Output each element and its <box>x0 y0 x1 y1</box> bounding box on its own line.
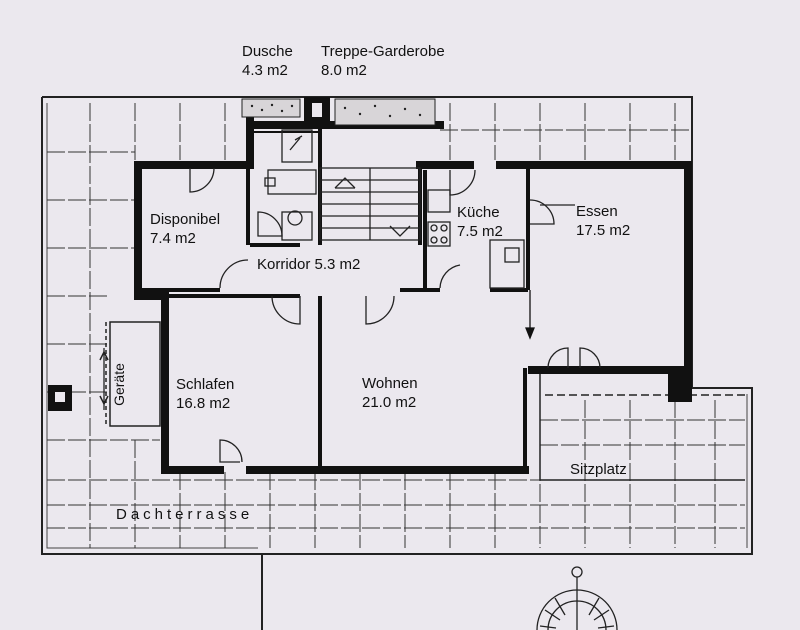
kitchen-fixtures <box>427 189 525 289</box>
sitzplatz-border <box>539 370 745 481</box>
room-label-disponibel: Disponibel 7.4 m2 <box>150 210 220 248</box>
room-area: 7.4 m2 <box>150 230 196 247</box>
room-area: 7.5 m2 <box>457 223 503 240</box>
room-label-kueche: Küche 7.5 m2 <box>457 203 503 241</box>
area-label-dachterrasse: Dachterrasse <box>116 506 254 523</box>
room-area: 4.3 m2 <box>242 62 288 79</box>
terrace-inner-outline <box>46 103 748 549</box>
room-name: Dusche <box>242 43 293 60</box>
room-label-essen: Essen 17.5 m2 <box>576 202 630 240</box>
room-label-wohnen: Wohnen 21.0 m2 <box>362 374 418 412</box>
left-chimney <box>48 385 72 411</box>
room-area: 16.8 m2 <box>176 395 231 412</box>
room-label-treppe-garderobe: Treppe-Garderobe 8.0 m2 <box>321 42 445 80</box>
chimney-flue <box>312 103 322 117</box>
terrace-tile-grid <box>47 103 745 548</box>
room-name: Disponibel <box>150 211 221 228</box>
interior-walls <box>135 125 530 470</box>
geraete-box <box>99 321 161 427</box>
bathroom-fixtures <box>264 129 317 241</box>
room-area: 17.5 m2 <box>576 222 631 239</box>
room-label-dusche: Dusche 4.3 m2 <box>242 42 293 80</box>
exterior-pillar <box>668 372 692 402</box>
compass <box>536 566 618 630</box>
area-label-sitzplatz: Sitzplatz <box>570 461 627 478</box>
entry-arrow <box>525 290 535 340</box>
room-label-korridor: Korridor 5.3 m2 <box>257 256 361 273</box>
room-label-geraete: Geräte <box>110 363 127 406</box>
window-marks <box>650 162 693 290</box>
window-hatch <box>241 98 436 126</box>
room-label-schlafen: Schlafen 16.8 m2 <box>176 375 234 413</box>
room-area: 8.0 m2 <box>321 62 367 79</box>
terrace-outline <box>41 96 753 630</box>
doors <box>189 167 601 463</box>
room-name: Wohnen <box>362 375 418 392</box>
room-name: Küche <box>457 204 500 221</box>
room-name: Treppe-Garderobe <box>321 43 445 60</box>
room-area: 21.0 m2 <box>362 394 417 411</box>
staircase <box>319 167 421 241</box>
room-name: Essen <box>576 203 618 220</box>
room-name: Schlafen <box>176 376 235 393</box>
